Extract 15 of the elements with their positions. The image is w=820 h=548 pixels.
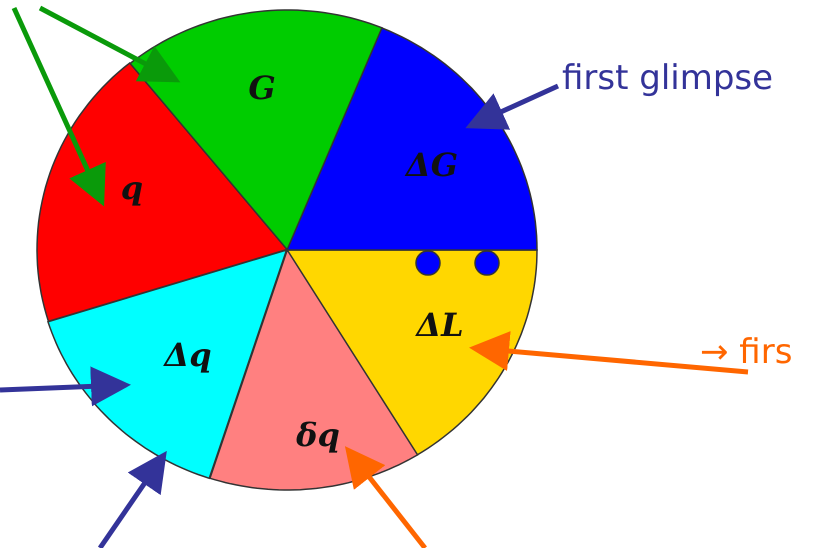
symbol-label: G [248,72,276,104]
symbol-label: ΔL [416,309,464,341]
arrow [38,6,180,82]
arrow [469,331,748,374]
arrow [0,366,131,406]
annotation-text: → firs [700,334,792,372]
symbol-label: q [120,172,144,204]
arrow [12,6,106,207]
symbol-label: ΔG [406,148,458,181]
symbol-label: δq [296,419,340,451]
arrow [98,450,167,548]
arrow [465,84,560,130]
arrow [344,446,427,548]
symbol-label: Δq [164,339,212,371]
annotation-text: first glimpse [562,60,774,98]
